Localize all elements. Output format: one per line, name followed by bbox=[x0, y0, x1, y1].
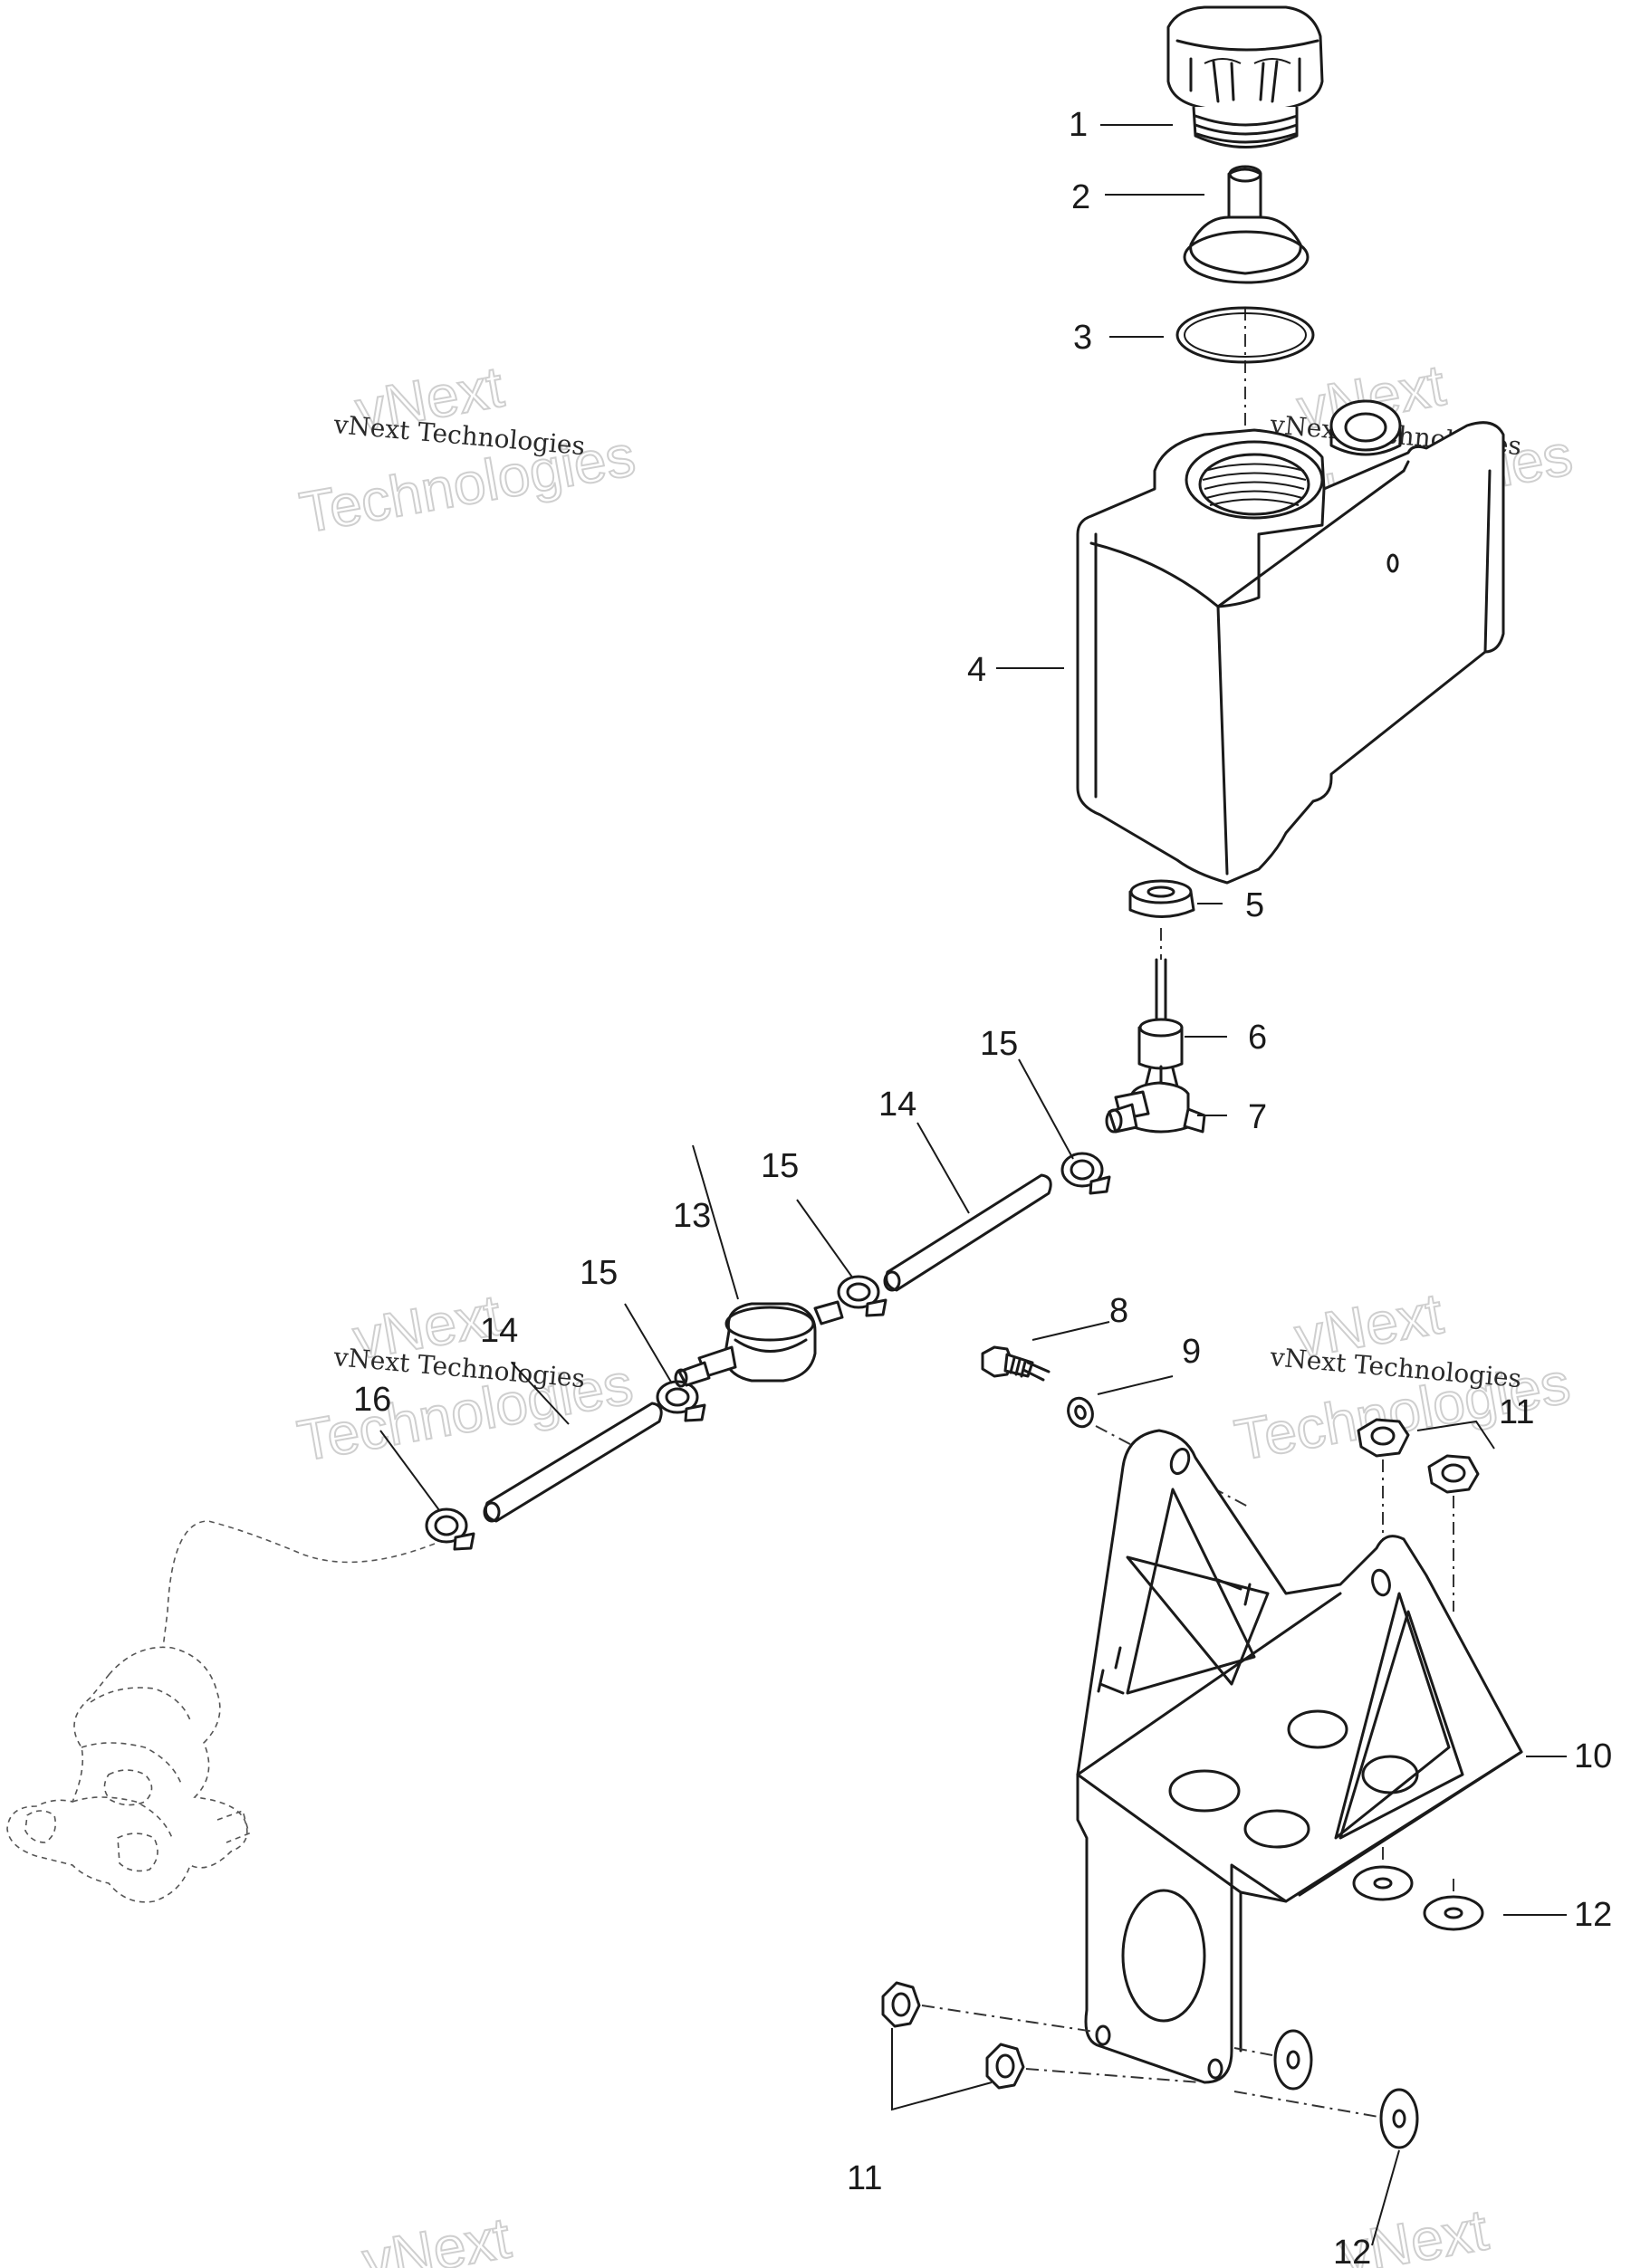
part-15-clamp-middle[interactable] bbox=[837, 1275, 887, 1317]
callout-7: 7 bbox=[1248, 1098, 1267, 1136]
part-7-outlet-fitting[interactable] bbox=[1105, 1065, 1206, 1134]
phantom-oil-line bbox=[162, 1520, 436, 1649]
part-11-nut-lower-b[interactable] bbox=[985, 2043, 1025, 2090]
callout-8: 8 bbox=[1109, 1292, 1128, 1330]
part-2-vent-cap[interactable] bbox=[1183, 165, 1310, 284]
part-5-grommet[interactable] bbox=[1128, 879, 1195, 918]
part-8-bolt[interactable] bbox=[981, 1345, 1051, 1382]
leader-lines bbox=[379, 124, 1567, 2246]
callout-1: 1 bbox=[1069, 106, 1088, 144]
callout-6: 6 bbox=[1248, 1019, 1267, 1057]
part-12-washer-upper-b[interactable] bbox=[1423, 1895, 1484, 1931]
callout-15-upper: 15 bbox=[980, 1025, 1018, 1063]
callout-11-lower: 11 bbox=[847, 2159, 882, 2197]
callout-2: 2 bbox=[1071, 178, 1090, 216]
callout-13: 13 bbox=[673, 1197, 711, 1235]
callout-12-right: 12 bbox=[1574, 1896, 1612, 1934]
callout-9: 9 bbox=[1182, 1333, 1201, 1371]
part-11-nut-upper-a[interactable] bbox=[1357, 1418, 1410, 1458]
part-1-cap[interactable] bbox=[1166, 5, 1324, 148]
part-13-inline-filter[interactable] bbox=[674, 1300, 844, 1388]
callout-3: 3 bbox=[1073, 319, 1092, 357]
part-9-washer[interactable] bbox=[1064, 1395, 1096, 1431]
assembly-axis-line bbox=[1025, 2068, 1379, 2118]
part-15-clamp-upper[interactable] bbox=[1060, 1152, 1111, 1195]
part-12-washer-lower-b[interactable] bbox=[1379, 2088, 1419, 2149]
part-4-oil-tank[interactable] bbox=[1076, 399, 1505, 885]
callout-11-upper: 11 bbox=[1499, 1393, 1534, 1431]
callout-15-lower: 15 bbox=[580, 1254, 618, 1292]
part-10-bracket[interactable] bbox=[1076, 1429, 1523, 2084]
watermark-line1: vNext bbox=[358, 2205, 515, 2268]
callout-5: 5 bbox=[1245, 886, 1264, 924]
callout-10: 10 bbox=[1574, 1737, 1612, 1775]
callout-15-middle: 15 bbox=[761, 1147, 799, 1185]
part-3-o-ring[interactable] bbox=[1175, 306, 1315, 364]
part-14-hose-upper[interactable] bbox=[883, 1173, 1052, 1292]
callout-14-lower: 14 bbox=[480, 1312, 518, 1350]
assembly-axis-line bbox=[921, 2005, 1273, 2056]
part-15-clamp-lower[interactable] bbox=[656, 1380, 706, 1422]
callout-12-bottom: 12 bbox=[1333, 2234, 1371, 2268]
part-6-strainer[interactable] bbox=[1137, 958, 1184, 1070]
phantom-oil-pump bbox=[6, 1646, 250, 1903]
callout-16: 16 bbox=[353, 1381, 391, 1419]
part-14-hose-lower[interactable] bbox=[483, 1402, 663, 1523]
part-11-nut-lower-a[interactable] bbox=[881, 1981, 921, 2028]
callout-labels: 1 2 3 4 5 6 7 8 9 10 11 11 12 12 13 14 1… bbox=[353, 106, 1612, 2268]
watermark-bottom-left: vNext bbox=[357, 2204, 516, 2268]
callout-14-upper: 14 bbox=[878, 1086, 916, 1124]
part-11-nut-upper-b[interactable] bbox=[1427, 1454, 1480, 1494]
part-12-washer-lower-a[interactable] bbox=[1273, 2029, 1313, 2091]
callout-4: 4 bbox=[967, 651, 986, 689]
part-12-washer-upper-a[interactable] bbox=[1352, 1865, 1414, 1901]
part-16-clamp[interactable] bbox=[425, 1507, 475, 1551]
